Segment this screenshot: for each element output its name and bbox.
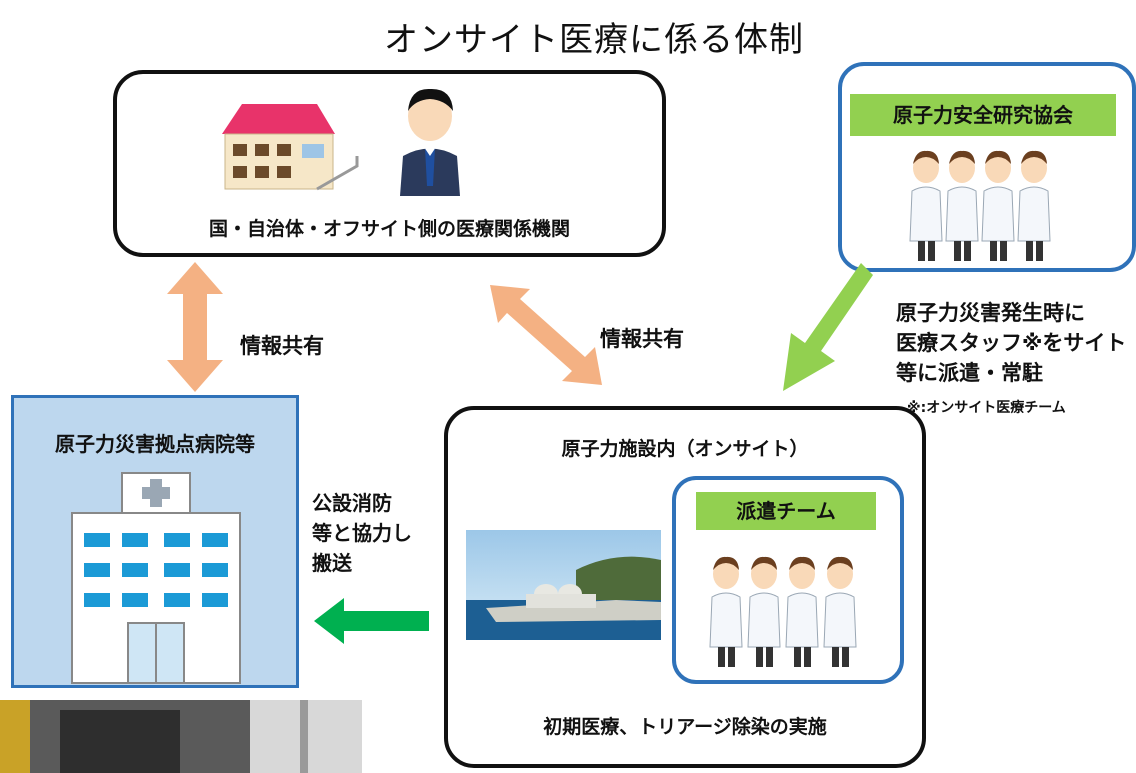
dispatch-note: 原子力災害発生時に 医療スタッフ※をサイト 等に派遣・常駐 <box>896 298 1126 388</box>
association-label: 原子力安全研究協会 <box>850 94 1116 136</box>
dispatch-footnote: ※:オンサイト医療チーム <box>907 400 1066 416</box>
hospital-box: 原子力災害拠点病院等 <box>11 395 299 688</box>
association-box: 原子力安全研究協会 <box>838 62 1136 272</box>
transport-arrow <box>314 598 429 644</box>
transport-note-line1: 公設消防 <box>312 491 392 515</box>
dispatch-team-label: 派遣チーム <box>696 492 876 530</box>
onsite-label: 原子力施設内（オンサイト） <box>561 438 809 460</box>
official-person-icon <box>400 88 460 196</box>
dispatch-arrow <box>783 263 873 391</box>
diagram-title: オンサイト医療に係る体制 <box>384 20 804 60</box>
dispatch-team-staff-icon <box>709 556 857 668</box>
hospital-building-icon <box>71 472 241 684</box>
transport-note-line3: 搬送 <box>312 551 352 575</box>
dispatch-team-box: 派遣チーム <box>672 476 904 684</box>
corner-photo-fragment <box>0 700 362 773</box>
info-share-diagonal-arrow <box>490 285 602 385</box>
transport-note-line2: 等と協力し <box>312 521 412 545</box>
hospital-label: 原子力災害拠点病院等 <box>55 432 255 456</box>
offsite-medical-label: 国・自治体・オフサイト側の医療関係機関 <box>208 218 570 240</box>
nuclear-plant-photo <box>466 530 661 640</box>
onsite-bottom-label: 初期医療、トリアージ除染の実施 <box>543 716 827 738</box>
building-icon <box>222 104 359 191</box>
info-share-left-label: 情報共有 <box>240 334 324 358</box>
dispatch-note-line1: 原子力災害発生時に <box>896 301 1085 325</box>
dispatch-note-line2: 医療スタッフ※をサイト <box>896 331 1127 355</box>
offsite-medical-box: 国・自治体・オフサイト側の医療関係機関 <box>113 70 666 257</box>
transport-note: 公設消防 等と協力し 搬送 <box>312 488 412 578</box>
dispatch-note-line3: 等に派遣・常駐 <box>896 361 1043 385</box>
medical-staff-group-icon <box>909 150 1051 262</box>
info-share-vertical-arrow <box>167 262 223 392</box>
info-share-right-label: 情報共有 <box>600 327 684 351</box>
